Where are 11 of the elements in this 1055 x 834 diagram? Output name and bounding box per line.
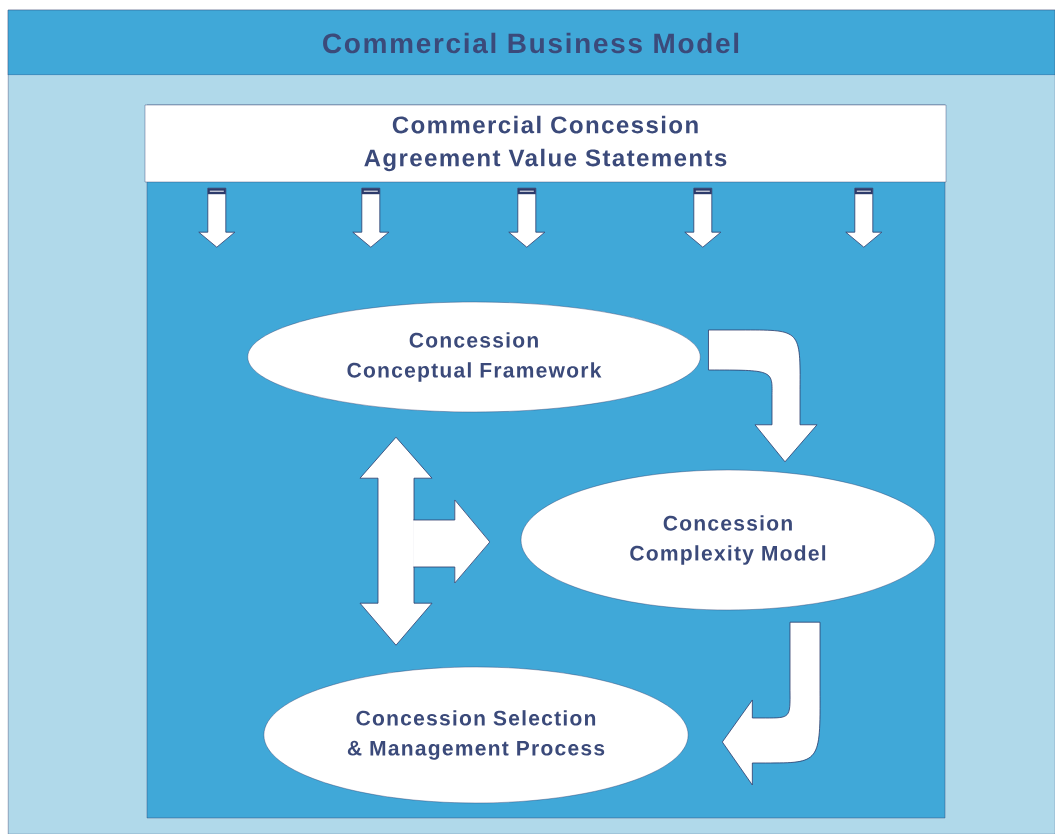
arrow xyxy=(198,187,236,248)
arrow xyxy=(684,187,722,248)
curved-arrow xyxy=(708,329,818,463)
arrow xyxy=(845,187,883,248)
statement-box: Commercial Concession Agreement Value Statements xyxy=(144,104,947,183)
curved-arrow xyxy=(721,621,821,786)
arrow xyxy=(508,187,546,248)
double-arrow xyxy=(359,436,433,646)
arrow xyxy=(352,187,390,248)
branch-arrow xyxy=(412,499,491,584)
header-band: Commercial Business Model xyxy=(7,9,1055,76)
